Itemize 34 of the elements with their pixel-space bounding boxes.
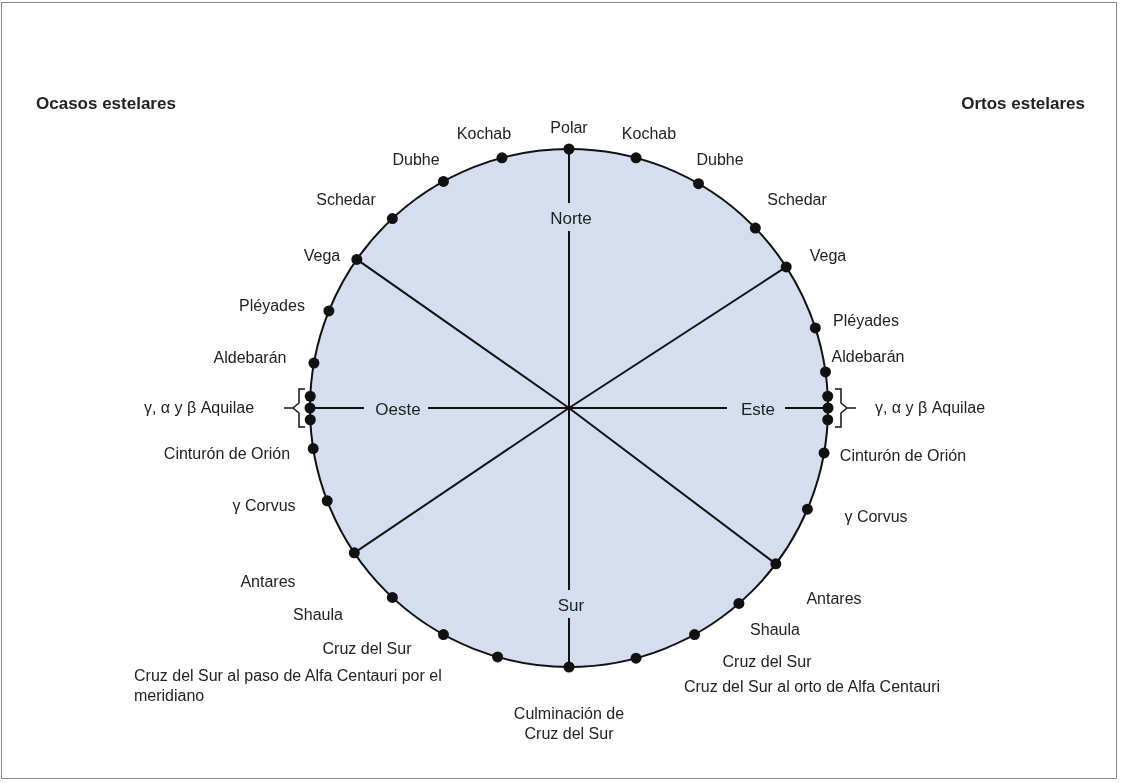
star-name: Antares [240,572,296,592]
direction-label: Este [741,400,775,420]
star-name: Dubhe [696,150,744,170]
star-name: Culminación de Cruz del Sur [512,704,626,744]
star-name: Cruz del Sur al paso de Alfa Centauri por el meridiano [134,666,443,706]
star-name: γ Corvus [232,496,296,516]
star-name: Schedar [316,190,376,210]
star-name: γ Corvus [844,507,908,527]
star-name: Cruz del Sur [722,652,812,672]
star-name: Pléyades [239,296,305,316]
star-name: Shaula [293,605,343,625]
star-name: γ, α y β Aquilae [143,398,255,418]
star-name: Cinturón de Orión [839,446,967,466]
star-name: Aldebarán [831,347,905,367]
star-name: Aldebarán [213,348,287,368]
star-name: Antares [806,589,862,609]
star-name: Vega [303,246,341,266]
star-name: Polar [550,118,588,138]
star-name: Dubhe [392,150,440,170]
section-title: Ortos estelares [961,94,1085,114]
star-name: Schedar [767,190,827,210]
star-name: Shaula [750,620,800,640]
section-title: Ocasos estelares [36,94,176,114]
direction-label: Oeste [375,400,421,420]
direction-label: Norte [550,209,592,229]
star-name: Kochab [456,124,512,144]
star-name: Cinturón de Orión [163,444,291,464]
star-name: γ, α y β Aquilae [874,398,986,418]
star-name: Cruz del Sur al orto de Alfa Centauri [683,677,941,697]
star-name: Cruz del Sur [322,639,412,659]
star-name: Vega [809,246,847,266]
direction-label: Sur [557,596,585,616]
star-name: Kochab [621,124,677,144]
star-name: Pléyades [833,311,899,331]
